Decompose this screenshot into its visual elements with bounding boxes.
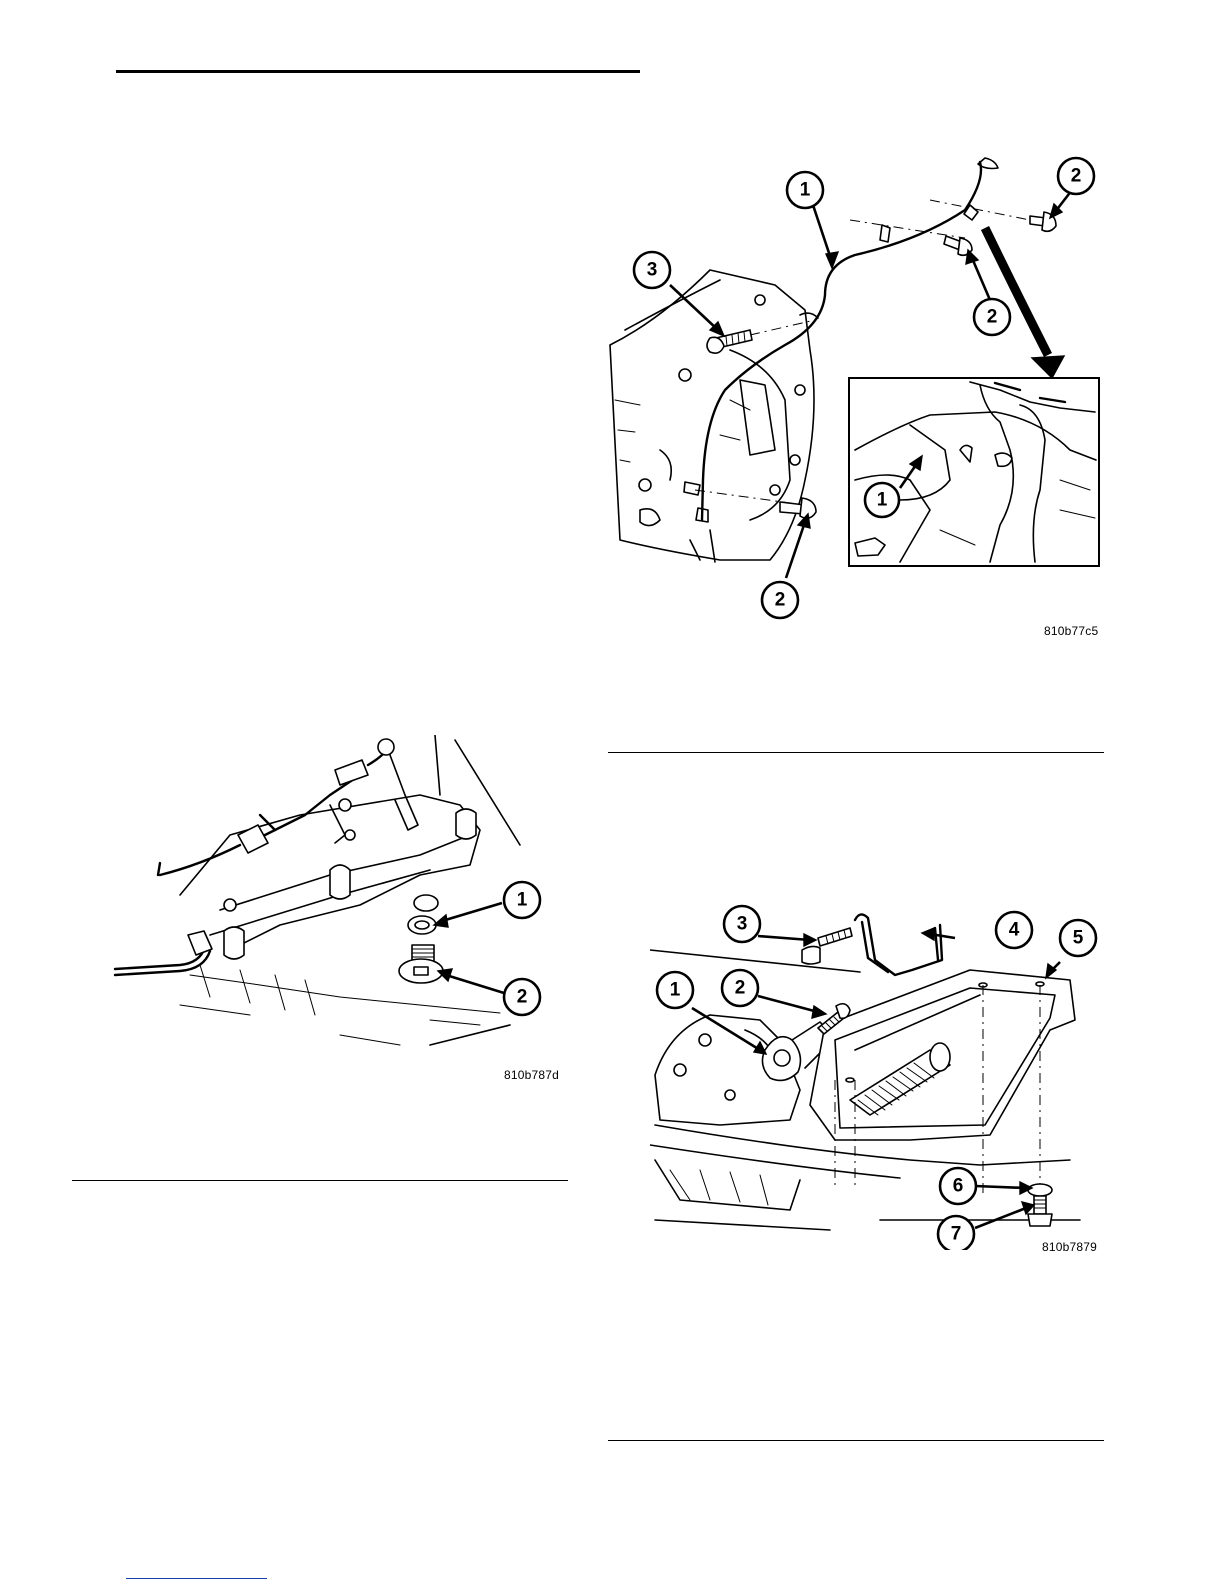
section-rule-left: [72, 1180, 568, 1181]
figure-drain-plug: 1 2: [100, 735, 560, 1055]
svg-text:1: 1: [517, 890, 528, 911]
figure-cooler-tube: 1 2 2 3 2 1: [600, 150, 1110, 650]
svg-text:1: 1: [670, 980, 681, 1001]
svg-text:3: 3: [647, 260, 658, 281]
section-rule-right-2: [608, 1440, 1104, 1441]
footer-link-underline[interactable]: [126, 1578, 267, 1579]
svg-text:1: 1: [800, 180, 811, 201]
inset-detail: [849, 378, 1099, 566]
svg-text:6: 6: [953, 1176, 964, 1197]
drain-plug-icon: [399, 945, 443, 983]
callout-2-top-right: 2: [1058, 158, 1094, 194]
svg-text:5: 5: [1073, 928, 1084, 949]
svg-text:2: 2: [735, 978, 746, 999]
callout-1-flange: 1: [657, 972, 693, 1008]
figure-oil-pan: 1 2 3 4 5 6 7: [650, 900, 1100, 1250]
figure-code-cooler: 810b77c5: [1044, 624, 1098, 638]
svg-text:4: 4: [1009, 920, 1020, 941]
callout-7-bolt: 7: [938, 1216, 974, 1250]
svg-text:7: 7: [951, 1224, 962, 1245]
callout-3-bolt: 3: [724, 906, 760, 942]
figure-code-oil-pan: 810b7879: [1042, 1240, 1097, 1254]
figure-cooler-tube-drawing: 1 2 2 3 2 1: [600, 150, 1110, 650]
bolt-3-pan-icon: [802, 928, 852, 964]
callout-2-bolt: 2: [722, 970, 758, 1006]
svg-text:2: 2: [775, 590, 786, 611]
svg-text:3: 3: [737, 914, 748, 935]
callout-4-bracket: 4: [996, 912, 1032, 948]
svg-text:2: 2: [517, 987, 528, 1008]
svg-text:2: 2: [1071, 166, 1082, 187]
callout-6-washer: 6: [940, 1168, 976, 1204]
header-rule: [116, 70, 640, 73]
figure-drain-plug-drawing: 1 2: [100, 735, 560, 1055]
washer-6-icon: [1028, 1184, 1052, 1196]
callout-1-tube: 1: [787, 172, 823, 208]
callout-1-gasket: 1: [504, 882, 540, 918]
callout-2-plug: 2: [504, 979, 540, 1015]
figure-oil-pan-drawing: 1 2 3 4 5 6 7: [650, 900, 1100, 1250]
svg-text:1: 1: [877, 490, 888, 511]
callout-2-lower: 2: [762, 582, 798, 618]
callout-2-middle: 2: [974, 299, 1010, 335]
svg-text:2: 2: [987, 307, 998, 328]
drain-gasket-icon: [408, 895, 438, 934]
figure-code-drain-plug: 810b787d: [504, 1068, 559, 1082]
callout-3-bolt: 3: [634, 252, 670, 288]
bolt-2-lower-icon: [780, 498, 816, 518]
callout-1-inset: 1: [865, 483, 899, 517]
callout-5-pan: 5: [1060, 920, 1096, 956]
section-rule-right-1: [608, 752, 1104, 753]
bolt-7-icon: [1028, 1196, 1052, 1226]
